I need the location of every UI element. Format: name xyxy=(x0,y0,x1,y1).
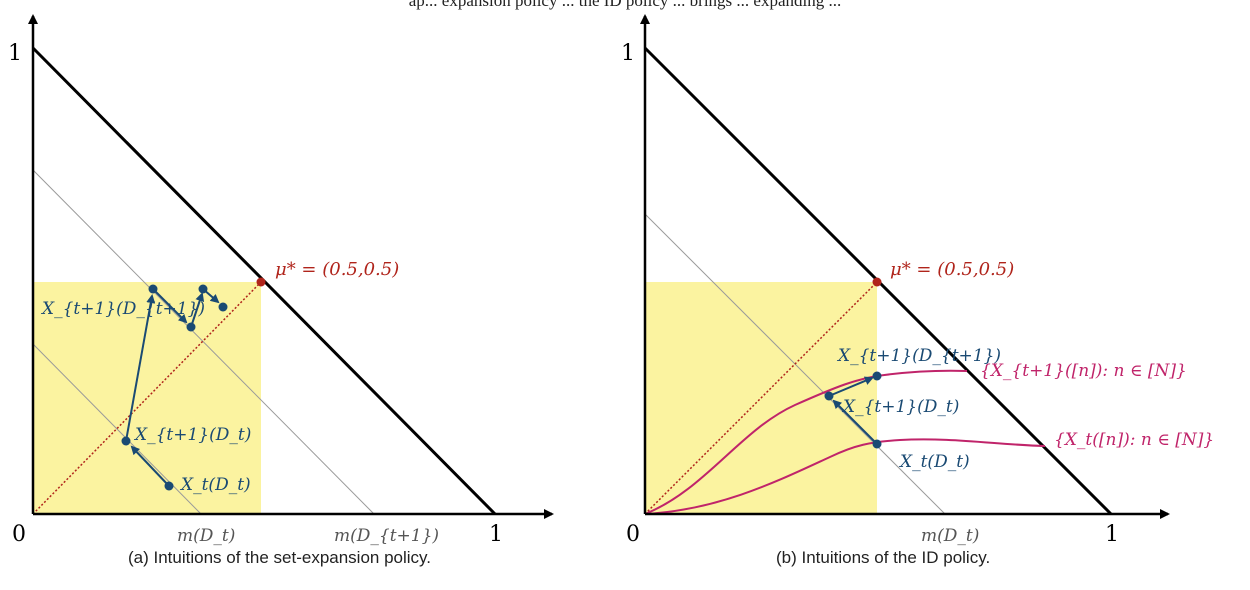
label-curve-upper: {X_{t+1}([n]): n ∈ [N]} xyxy=(980,361,1187,381)
label-origin-a: 0 xyxy=(12,522,26,547)
mu-star-point xyxy=(872,277,882,287)
diagonal-dotted-line xyxy=(644,281,878,515)
arrow-xt-to-xt1 xyxy=(130,445,170,487)
curve-xt-levelset xyxy=(644,438,1046,515)
label-xt-dt-b: X_t(D_t) xyxy=(898,452,970,472)
label-xt1-dt1-a: X_{t+1}(D_{t+1}) xyxy=(40,299,205,319)
point-xt1-dt xyxy=(824,391,834,401)
point-xt1-dt xyxy=(121,436,131,446)
tick-label-m-dt-b: m(D_t) xyxy=(921,526,979,546)
label-curve-lower: {X_t([n]): n ∈ [N]} xyxy=(1054,430,1214,450)
point-xt-dt xyxy=(872,439,882,449)
point-iter-3 xyxy=(218,302,228,312)
curve-xt1-levelset xyxy=(644,369,968,515)
arrow-xt1-to-xt1dt1 xyxy=(125,294,156,442)
panel-a: 0 1 1 m(D_t) m(D_{t+1}) μ* = (0.5,0.5) X… xyxy=(8,14,554,547)
point-iter-1 xyxy=(186,322,196,332)
caption-panel-a: (a) Intuitions of the set-expansion poli… xyxy=(128,548,432,567)
panel-b: 0 1 1 m(D_t) μ* = (0.5,0.5) X_{t+1}(D_{t… xyxy=(621,14,1214,547)
clipped-header-text: ap... expansion policy ... the ID policy… xyxy=(408,0,842,10)
point-iter-2 xyxy=(198,284,208,294)
label-y-one-b: 1 xyxy=(621,41,635,66)
label-xt1-dt-a: X_{t+1}(D_t) xyxy=(133,425,251,445)
mu-star-label-b: μ* = (0.5,0.5) xyxy=(890,259,1014,280)
tick-label-m-dt-a: m(D_t) xyxy=(177,526,235,546)
label-x-one-b: 1 xyxy=(1105,522,1119,547)
point-xt-dt xyxy=(164,481,174,491)
label-xt1-dt-b: X_{t+1}(D_t) xyxy=(841,397,959,417)
mu-star-point xyxy=(256,277,266,287)
arrow-xt1-to-xt1dt1 xyxy=(828,376,874,397)
mu-star-label-a: μ* = (0.5,0.5) xyxy=(275,259,399,280)
caption-panel-b: (b) Intuitions of the ID policy. xyxy=(776,548,991,567)
label-y-one-a: 1 xyxy=(8,41,22,66)
tick-label-m-dt1-a: m(D_{t+1}) xyxy=(334,526,439,546)
level-line-m-dt1 xyxy=(32,169,375,515)
label-origin-b: 0 xyxy=(626,522,640,547)
arrow-step-down xyxy=(152,288,188,324)
point-xt1-dt1 xyxy=(872,371,882,381)
label-xt1-dt1-b: X_{t+1}(D_{t+1}) xyxy=(836,346,1001,366)
arrow-xt-to-xt1 xyxy=(832,399,878,445)
point-xt1-dt1 xyxy=(148,284,158,294)
arrow-step-up xyxy=(190,292,205,328)
label-xt-dt-a: X_t(D_t) xyxy=(179,475,251,495)
label-x-one-a: 1 xyxy=(489,522,503,547)
